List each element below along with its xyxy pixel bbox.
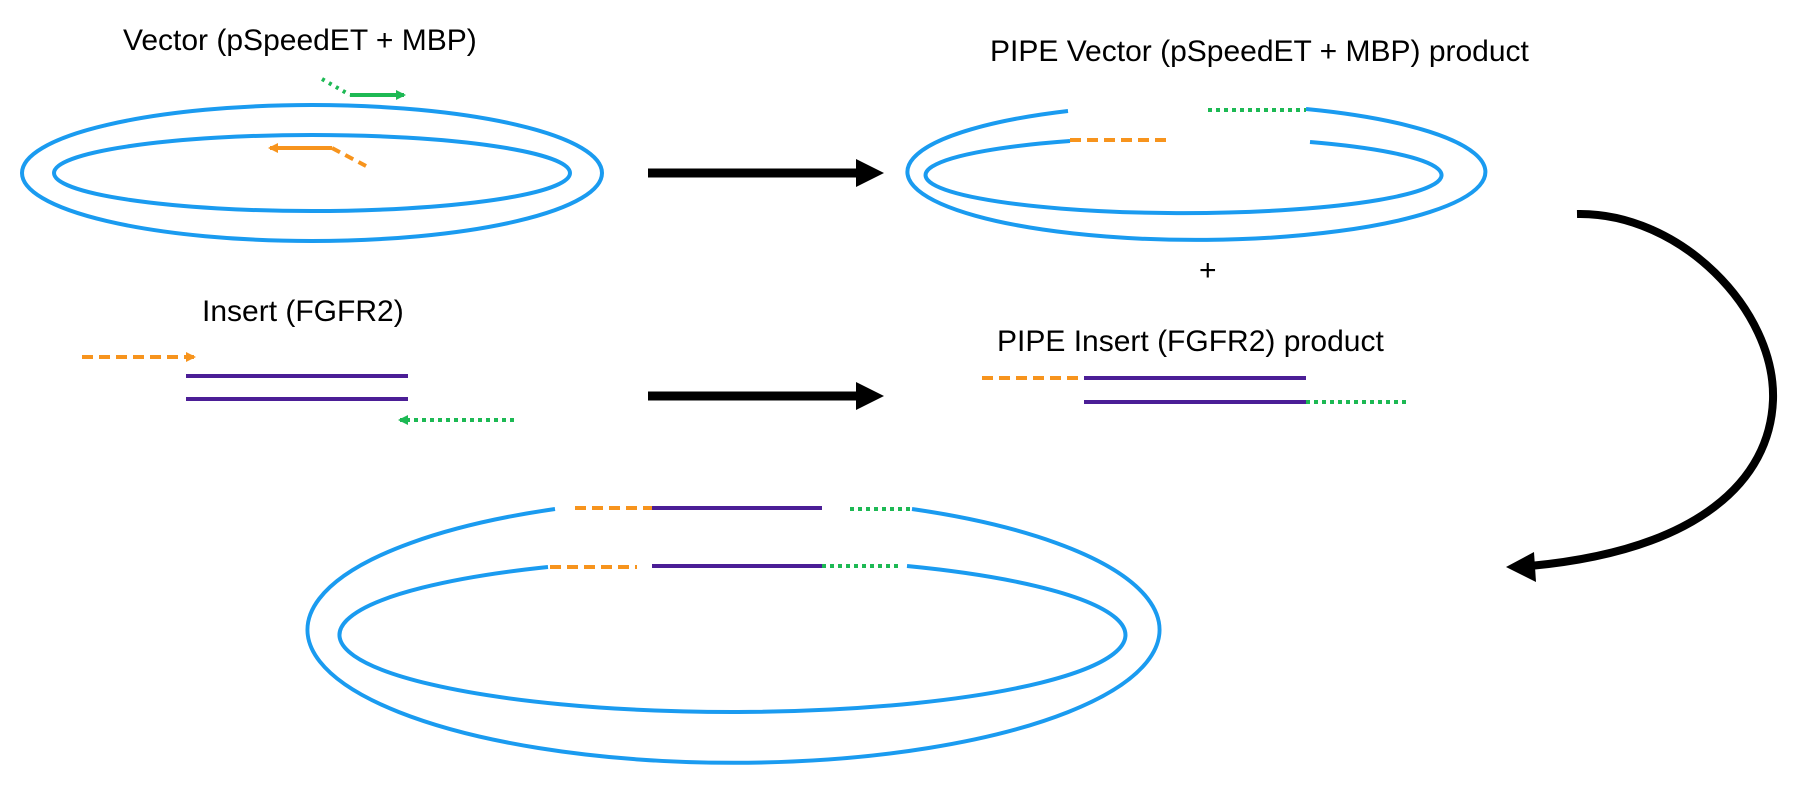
vector-title: Vector (pSpeedET + MBP): [123, 24, 477, 57]
insert-title: Insert (FGFR2): [202, 295, 404, 328]
recombined-plasmid: [305, 506, 1162, 765]
right-arrow-icon: [648, 159, 884, 187]
pipe-vector-outer-strand: [905, 107, 1488, 242]
plus-sign: +: [1199, 254, 1217, 287]
pipe-insert-title: PIPE Insert (FGFR2) product: [997, 325, 1384, 358]
vector-forward-primer: [321, 77, 406, 100]
forward-primer-dotted-tail: [321, 77, 351, 97]
vector-inner-strand: [52, 133, 572, 213]
vector-reverse-primer: [268, 143, 367, 168]
vector-plasmid: [20, 103, 604, 243]
pipe-vector-inner-strand: [923, 139, 1444, 216]
recombined-outer-strand: [305, 507, 1162, 765]
recombined-inner-strand: [337, 564, 1128, 714]
reverse-primer-dashed-tail: [331, 146, 367, 168]
right-arrow-icon: [648, 382, 884, 410]
vector-outer-strand: [20, 103, 604, 243]
pipe-insert-dna: [982, 376, 1410, 404]
insert-dna: [82, 352, 514, 425]
pipe-vector-plasmid: [905, 107, 1488, 242]
curved-arrow-icon: [1506, 209, 1778, 582]
pipe-vector-title: PIPE Vector (pSpeedET + MBP) product: [990, 35, 1529, 68]
